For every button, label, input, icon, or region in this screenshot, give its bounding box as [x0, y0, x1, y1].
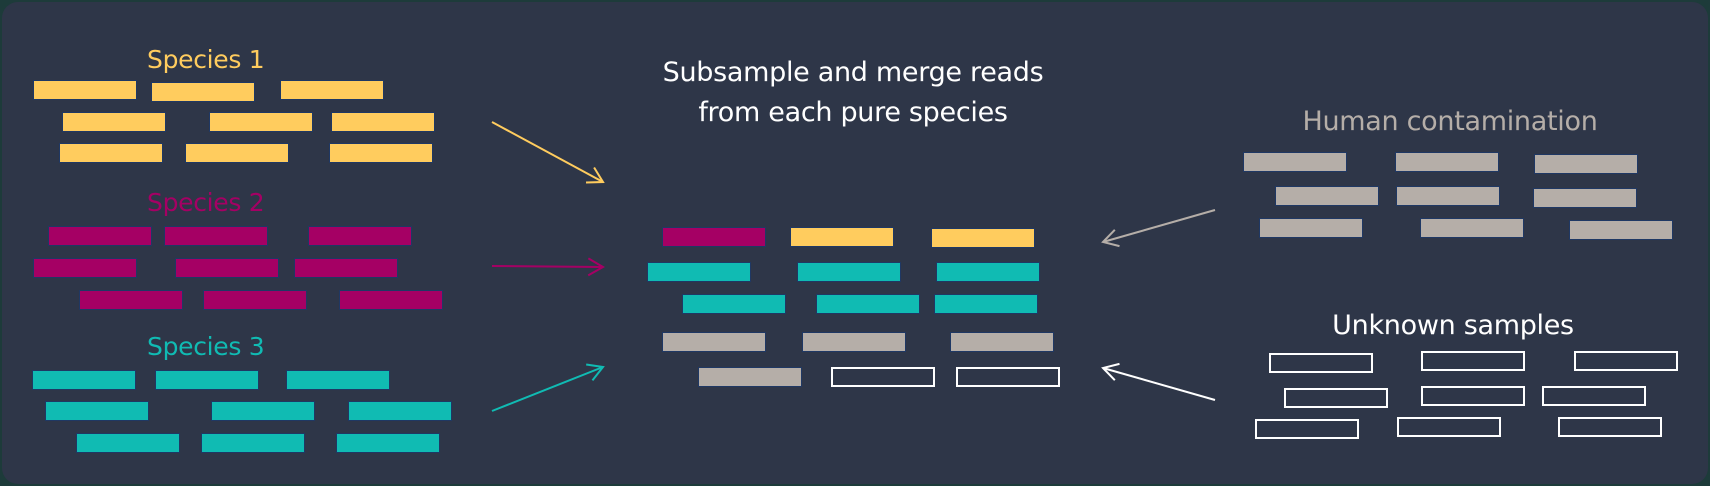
- species1-read: [33, 80, 137, 100]
- human-contamination-label: Human contamination: [1302, 106, 1598, 137]
- merge-title-line1: Subsample and merge reads: [662, 57, 1044, 88]
- unknown-read: [831, 367, 935, 387]
- species3-read: [155, 370, 259, 390]
- species2-read: [164, 226, 268, 246]
- species3-read: [936, 262, 1040, 282]
- human-read: [1420, 218, 1524, 238]
- unknown-read: [1421, 351, 1525, 371]
- unknown-read: [1421, 386, 1525, 406]
- species2-read: [294, 258, 398, 278]
- species3-read: [797, 262, 901, 282]
- species1-read: [209, 112, 313, 132]
- unknown-samples-label: Unknown samples: [1332, 310, 1574, 341]
- species2-read: [662, 227, 766, 247]
- species3-read: [682, 294, 786, 314]
- species1-read: [151, 82, 255, 102]
- species3-read: [934, 294, 1038, 314]
- species3-read: [816, 294, 920, 314]
- human-read: [662, 332, 766, 352]
- species2-read: [308, 226, 412, 246]
- species3-read: [32, 370, 136, 390]
- unknown-read: [1558, 417, 1662, 437]
- human-read: [1395, 152, 1499, 172]
- species3-read: [348, 401, 452, 421]
- species2-read: [79, 290, 183, 310]
- merge-title-line2: from each pure species: [698, 97, 1008, 128]
- human-read: [1243, 152, 1347, 172]
- human-read: [1533, 188, 1637, 208]
- unknown-read: [956, 367, 1060, 387]
- human-read: [802, 332, 906, 352]
- species2-read: [175, 258, 279, 278]
- human-read: [1259, 218, 1363, 238]
- species3-label: Species 3: [147, 332, 265, 361]
- species2-read: [48, 226, 152, 246]
- species2-read: [339, 290, 443, 310]
- species3-read: [286, 370, 390, 390]
- unknown-read: [1269, 353, 1373, 373]
- unknown-read: [1542, 386, 1646, 406]
- species1-read: [280, 80, 384, 100]
- human-read: [1569, 220, 1673, 240]
- human-read: [1396, 186, 1500, 206]
- unknown-read: [1574, 351, 1678, 371]
- species3-read: [211, 401, 315, 421]
- species1-read: [331, 112, 435, 132]
- human-read: [698, 367, 802, 387]
- unknown-read: [1284, 388, 1388, 408]
- unknown-read: [1255, 419, 1359, 439]
- species1-read: [62, 112, 166, 132]
- species1-read: [185, 143, 289, 163]
- unknown-read: [1397, 417, 1501, 437]
- species3-read: [647, 262, 751, 282]
- species3-read: [336, 433, 440, 453]
- species2-read: [203, 290, 307, 310]
- species1-label: Species 1: [147, 45, 265, 74]
- species1-read: [329, 143, 433, 163]
- human-read: [1534, 154, 1638, 174]
- species2-label: Species 2: [147, 188, 265, 217]
- species3-read: [76, 433, 180, 453]
- species3-read: [201, 433, 305, 453]
- species1-read: [931, 228, 1035, 248]
- human-read: [950, 332, 1054, 352]
- species3-read: [45, 401, 149, 421]
- species1-read: [59, 143, 163, 163]
- species1-read: [790, 227, 894, 247]
- species2-read: [33, 258, 137, 278]
- human-read: [1275, 186, 1379, 206]
